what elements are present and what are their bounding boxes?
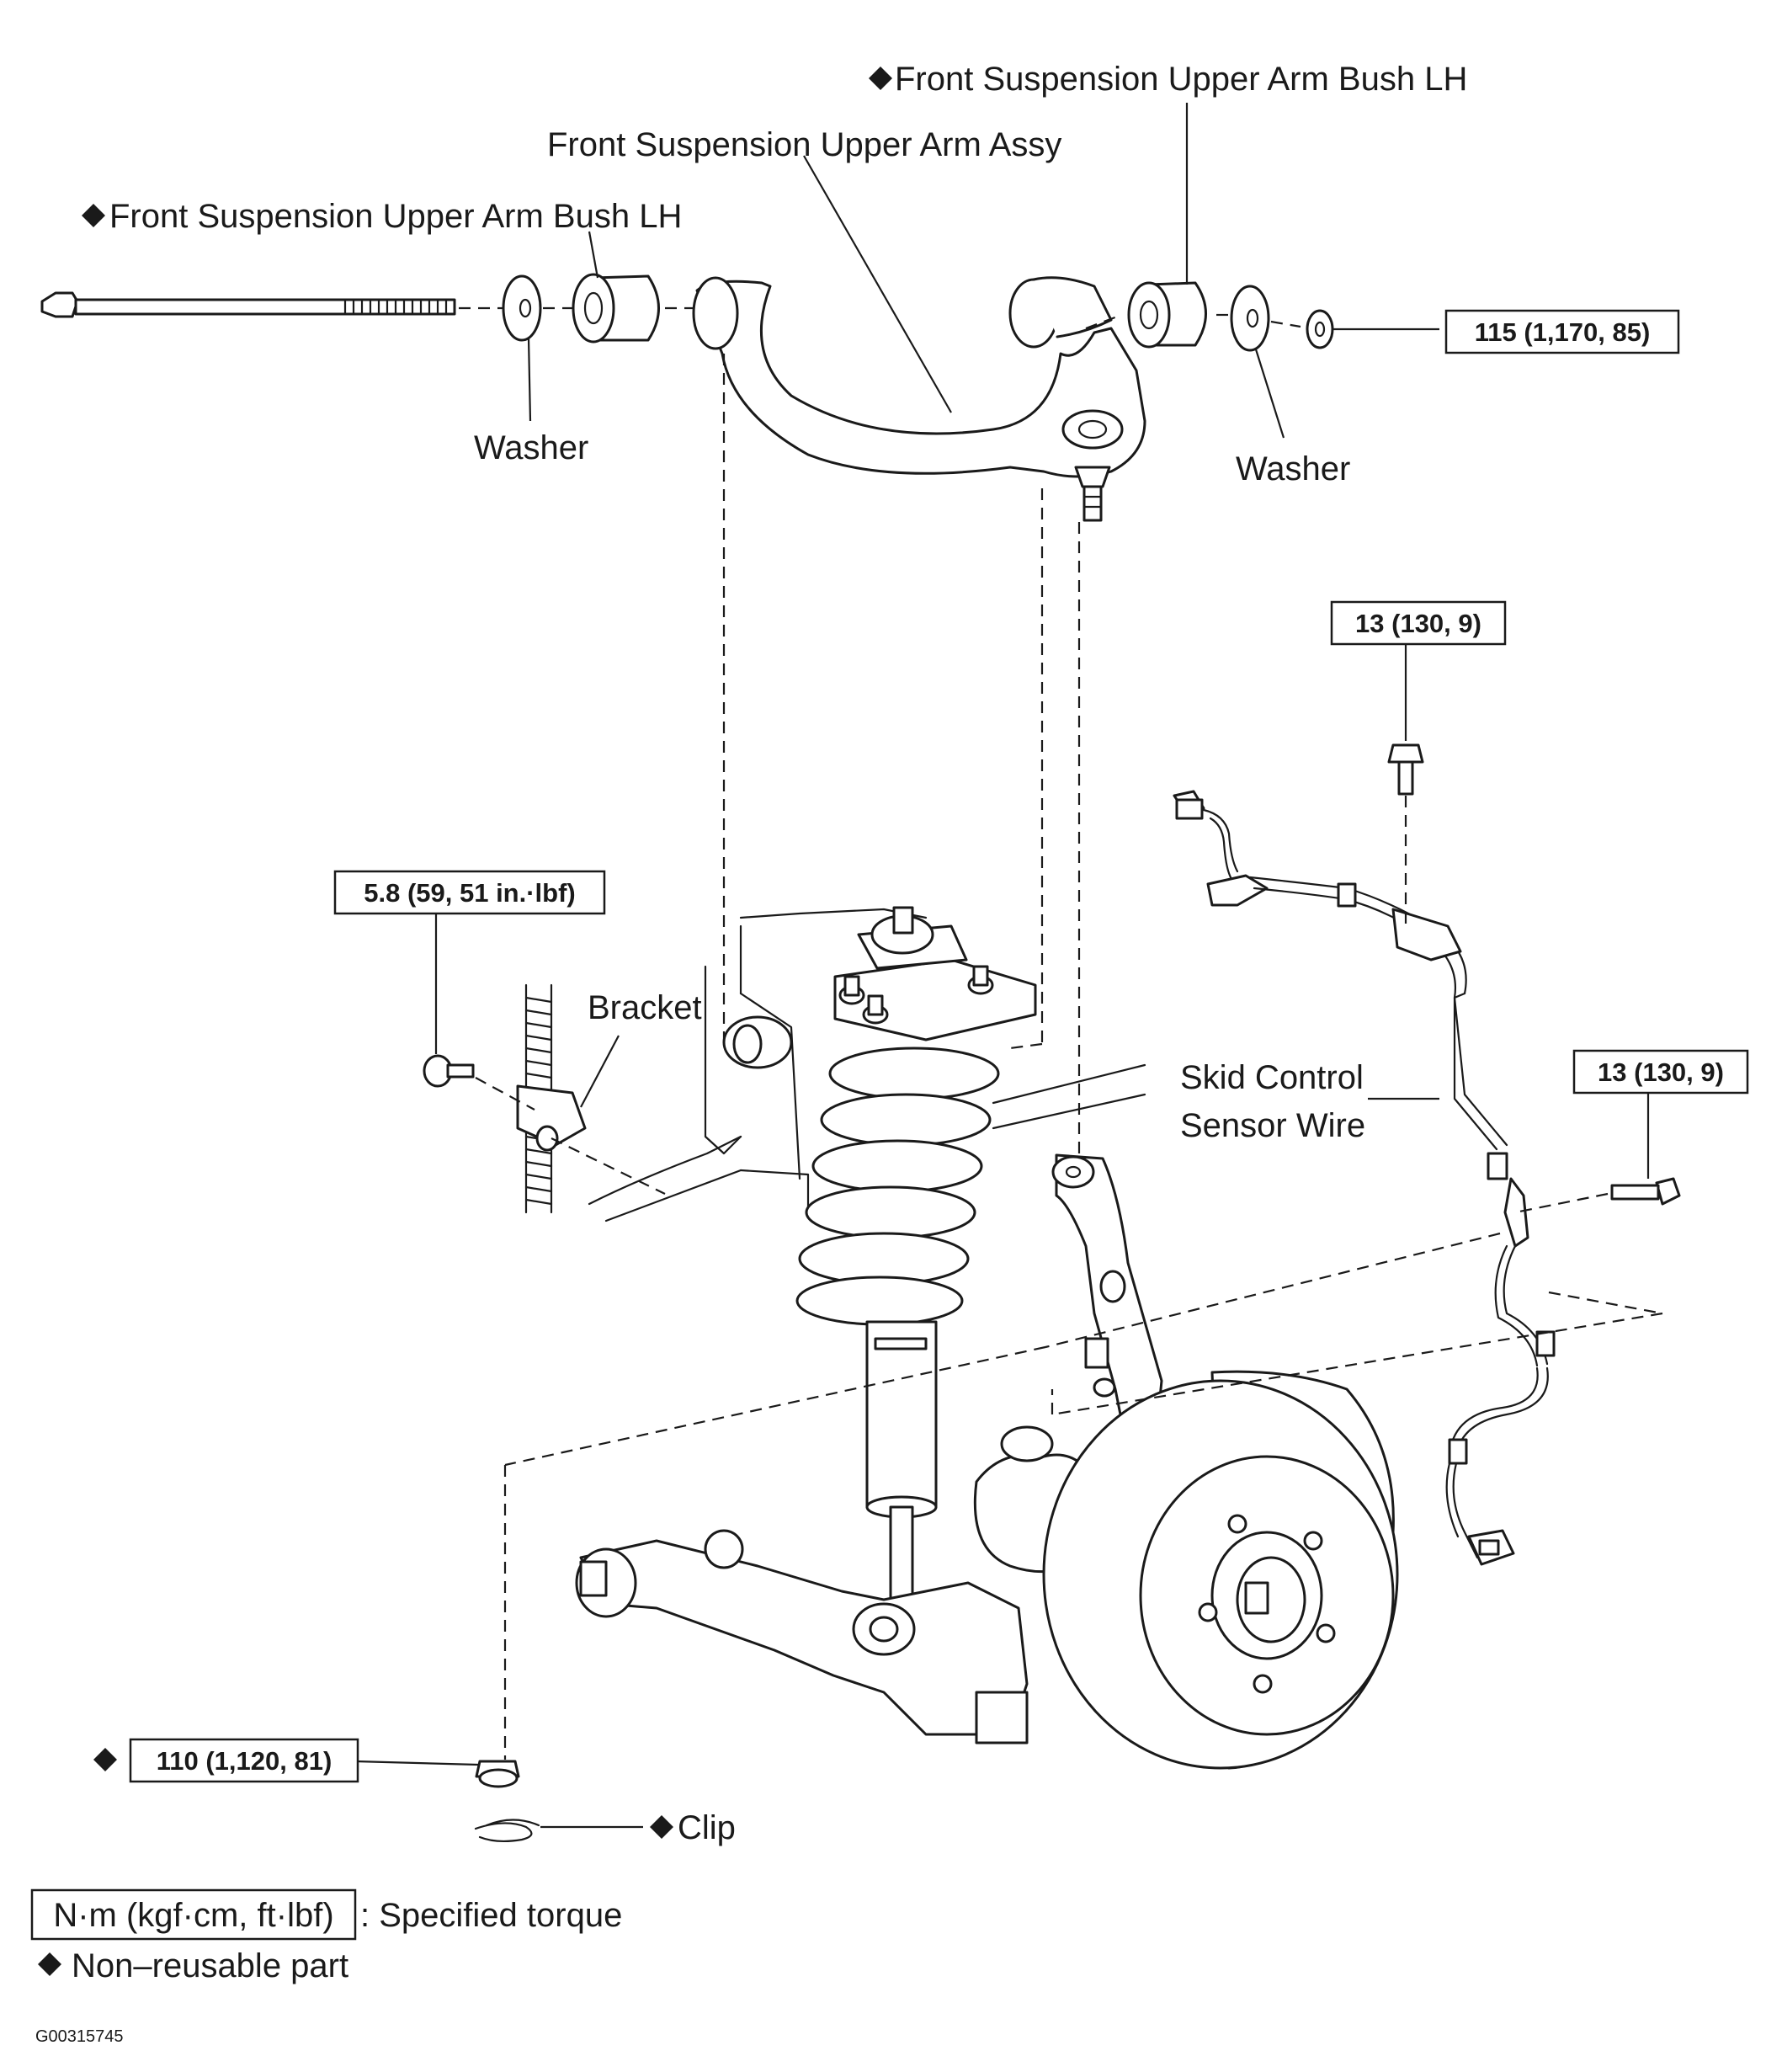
label-washer-right: Washer (1236, 450, 1350, 487)
torque-box-upper-nut: 115 (1,170, 85) (1444, 309, 1680, 354)
torque-box-sensor-side: 13 (130, 9) (1572, 1049, 1749, 1095)
nonreusable-diamond-icon (38, 1952, 61, 1976)
vehicle-body-frame (588, 908, 1146, 1222)
lower-arm (575, 1529, 1029, 1744)
torque-box-bracket-bolt: 5.8 (59, 51 in.·lbf) (333, 870, 606, 915)
torque-upper-nut: 115 (1,170, 85) (1475, 317, 1651, 347)
label-upper-arm-bush-left: Front Suspension Upper Arm Bush LH (109, 198, 682, 235)
figure-id: G00315745 (35, 2027, 124, 2046)
torque-bracket-bolt: 5.8 (59, 51 in.·lbf) (364, 878, 576, 908)
sensor-top-bolt (1387, 743, 1424, 796)
label-washer-left: Washer (474, 429, 588, 466)
nonreusable-diamond-icon (82, 204, 105, 227)
torque-sensor-side-bolt: 13 (130, 9) (1598, 1057, 1724, 1087)
legend-torque-desc: : Specified torque (360, 1897, 622, 1934)
label-clip: Clip (678, 1809, 736, 1846)
label-upper-arm-bush-top: Front Suspension Upper Arm Bush LH (895, 61, 1467, 98)
legend-nonreusable: Non–reusable part (72, 1947, 348, 1984)
brake-disc-rotor (1042, 1370, 1399, 1770)
nonreusable-diamond-icon (93, 1748, 117, 1771)
legend-torque-unit: N·m (kgf·cm, ft·lbf) (53, 1897, 333, 1934)
nonreusable-diamond-icon (869, 67, 892, 90)
clip (474, 1819, 540, 1843)
upper-arm-assy (692, 276, 1146, 522)
upper-arm-bush-left (572, 273, 660, 344)
label-sensor-wire-line1: Skid Control (1180, 1059, 1364, 1096)
torque-ball-joint-nut: 110 (1,120, 81) (157, 1746, 332, 1776)
washer-left (502, 274, 542, 342)
label-sensor-wire-line2: Sensor Wire (1180, 1107, 1365, 1144)
bracket (516, 1084, 587, 1152)
nonreusable-diamond-icon (650, 1815, 673, 1839)
label-upper-arm-assy: Front Suspension Upper Arm Assy (547, 126, 1061, 163)
torque-box-ball-joint-nut: 110 (1,120, 81) (129, 1738, 359, 1783)
shock-absorber (865, 1320, 938, 1610)
bracket-bolt (423, 1054, 475, 1088)
washer-right (1230, 285, 1270, 352)
torque-sensor-top-bolt: 13 (130, 9) (1355, 609, 1481, 638)
strut-upper-mount (833, 906, 1037, 1041)
coil-spring (795, 1047, 1000, 1326)
sensor-side-bolt (1610, 1177, 1681, 1206)
skid-control-sensor-wire (1173, 790, 1556, 1566)
steering-knuckle (1051, 1153, 1163, 1433)
ball-joint-nut (475, 1760, 520, 1788)
label-bracket: Bracket (588, 989, 702, 1026)
torque-box-sensor-top: 13 (130, 9) (1330, 600, 1507, 646)
upper-arm-bolt (40, 291, 456, 318)
upper-arm-nut (1306, 309, 1334, 349)
upper-arm-bush-right (1127, 281, 1207, 349)
legend: N·m (kgf·cm, ft·lbf) : Specified torque … (30, 1888, 622, 1984)
